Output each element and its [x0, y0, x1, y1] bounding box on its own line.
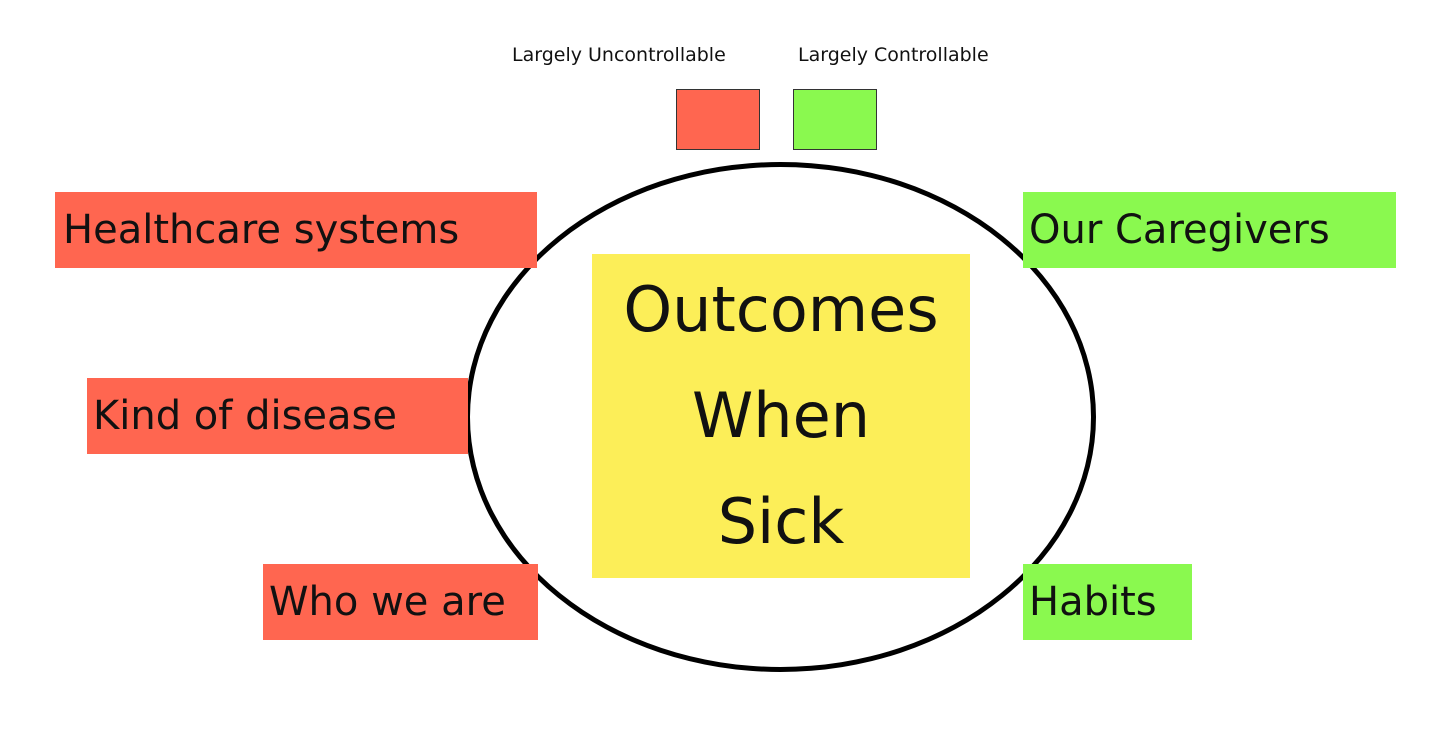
legend-label-controllable: Largely Controllable — [798, 44, 989, 66]
legend-swatch-uncontrollable — [676, 89, 760, 150]
factor-kind-of-disease: Kind of disease — [87, 378, 468, 454]
center-note: Outcomes When Sick — [592, 254, 970, 578]
factor-our-caregivers-label: Our Caregivers — [1029, 207, 1330, 253]
factor-who-we-are: Who we are — [263, 564, 538, 640]
factor-kind-of-disease-label: Kind of disease — [93, 393, 397, 439]
factor-our-caregivers: Our Caregivers — [1023, 192, 1396, 268]
center-line-sick: Sick — [717, 485, 845, 558]
factor-healthcare-systems: Healthcare systems — [55, 192, 537, 268]
factor-healthcare-systems-label: Healthcare systems — [63, 207, 460, 253]
factor-habits: Habits — [1023, 564, 1192, 640]
center-line-outcomes: Outcomes — [623, 273, 939, 346]
legend-label-uncontrollable: Largely Uncontrollable — [512, 44, 726, 66]
factor-habits-label: Habits — [1029, 579, 1157, 625]
factor-who-we-are-label: Who we are — [269, 579, 506, 625]
legend-swatch-controllable — [793, 89, 877, 150]
center-line-when: When — [691, 379, 871, 452]
